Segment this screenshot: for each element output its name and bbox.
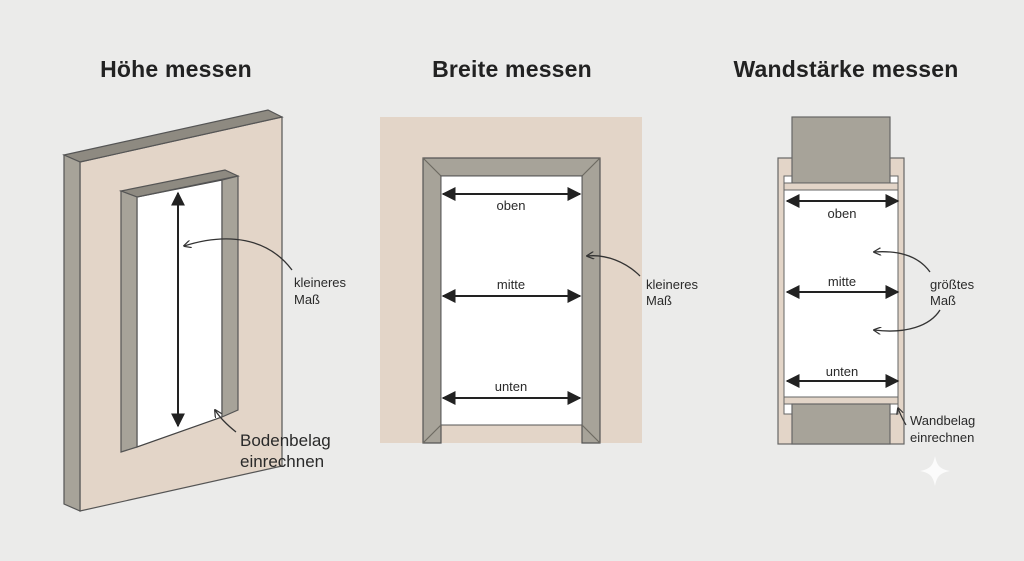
floor-note-arrow	[215, 410, 237, 433]
wall-cover-bottom	[783, 396, 899, 405]
wall-block-top	[791, 116, 891, 184]
width-label-top: oben	[497, 198, 526, 213]
wall-panel: oben mitte unten größtes Maß Wandbelag e…	[777, 116, 975, 445]
wall-panel-title: Wandstärke messen	[733, 56, 959, 82]
width-note-line-2: Maß	[646, 293, 672, 308]
height-note-arrow	[184, 238, 293, 271]
width-label-bottom: unten	[495, 379, 528, 394]
floor-note-line-2: einrechnen	[240, 452, 324, 471]
width-note-arrow	[587, 256, 641, 277]
wall-side-edge	[63, 154, 81, 512]
wall-block-bottom	[791, 403, 891, 445]
cover-note-line-1: Wandbelag	[910, 413, 975, 428]
frame-left-jamb	[120, 190, 138, 453]
wall-note-line-1: größtes	[930, 277, 975, 292]
height-panel-title: Höhe messen	[100, 56, 252, 82]
cover-note-line-2: einrechnen	[910, 430, 974, 445]
wall-label-middle: mitte	[828, 274, 856, 289]
width-label-middle: mitte	[497, 277, 525, 292]
wall-note-arrow-lower	[874, 309, 941, 331]
width-panel-title: Breite messen	[432, 56, 592, 82]
height-note-line-1: kleineres	[294, 275, 347, 290]
wall-label-top: oben	[828, 206, 857, 221]
wall-note-line-2: Maß	[930, 293, 956, 308]
width-panel: oben mitte unten kleineres Maß	[380, 117, 699, 444]
width-note-line-1: kleineres	[646, 277, 699, 292]
floor-note-line-1: Bodenbelag	[240, 431, 331, 450]
frame-right-jamb	[221, 175, 239, 418]
height-panel: kleineres Maß Bodenbelag einrechnen	[62, 109, 347, 512]
wall-cover-top	[783, 182, 899, 191]
sparkle-icon	[920, 456, 950, 486]
height-note-line-2: Maß	[294, 292, 320, 307]
door-opening	[136, 179, 223, 448]
cover-note-arrow	[898, 408, 907, 426]
wall-note-arrow-upper	[874, 252, 931, 273]
wall-label-bottom: unten	[826, 364, 859, 379]
